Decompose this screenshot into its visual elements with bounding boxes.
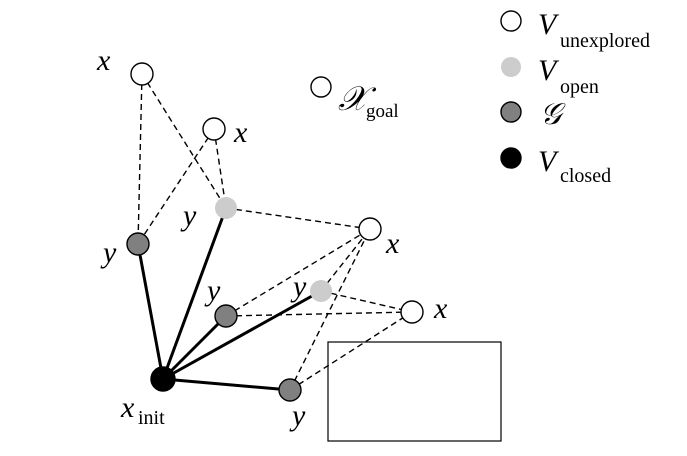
- goal-marker: 𝒳 goal: [310, 76, 399, 122]
- node-label-y1: y: [180, 199, 197, 232]
- legend-item-unexplored: V unexplored: [500, 8, 650, 52]
- legend-symbol: V: [538, 8, 560, 41]
- tree-node-icon: [500, 101, 522, 123]
- node-label-x3: x: [385, 227, 400, 260]
- dashed-edge-x2-g1: [137, 128, 215, 245]
- tree-edge-init-g3: [162, 377, 291, 392]
- unexplored-node-x4: [400, 300, 424, 324]
- legend-subscript: unexplored: [560, 30, 650, 52]
- tree-edge-init-y1: [161, 207, 228, 380]
- obstacle-rectangle: [327, 341, 502, 442]
- legend: V unexplored V open 𝒢 V closed: [500, 8, 650, 187]
- legend-item-closed: V closed: [500, 145, 611, 187]
- dashed-edge-g2-x4: [225, 311, 413, 317]
- node-label-x1: x: [96, 44, 111, 77]
- open-node-icon: [501, 57, 521, 77]
- tree-edge-init-g1: [136, 243, 165, 380]
- dashed-edge-g2-x3: [225, 228, 371, 317]
- node-label-x4: x: [433, 292, 448, 325]
- dashed-edge-y2-x4: [320, 290, 413, 313]
- goal-icon: [310, 76, 332, 98]
- legend-item-open: V open: [501, 54, 599, 98]
- legend-symbol: V: [538, 145, 560, 178]
- unexplored-node-x2: [202, 117, 226, 141]
- node-subscript-init: init: [138, 407, 165, 429]
- open-node-y2: [310, 280, 332, 302]
- dashed-edge-x1-y1: [141, 73, 227, 209]
- closed-node-icon: [500, 147, 522, 169]
- dashed-edge-x1-g1: [137, 73, 143, 245]
- legend-subscript: open: [560, 76, 599, 98]
- legend-item-tree: 𝒢: [500, 98, 566, 131]
- tree-node-g1: [126, 232, 150, 256]
- tree-edge-init-g2: [161, 314, 228, 381]
- legend-symbol: 𝒢: [540, 98, 566, 131]
- dashed-edge-x2-y1: [213, 128, 227, 209]
- unexplored-node-x1: [130, 62, 154, 86]
- closed-node-init: [150, 366, 176, 392]
- legend-subscript: closed: [560, 165, 611, 187]
- tree-node-g2: [214, 304, 238, 328]
- node-label-init: x: [120, 391, 135, 424]
- edges-layer: [136, 73, 413, 392]
- node-label-x2: x: [233, 116, 248, 149]
- node-label-y2: y: [290, 270, 307, 303]
- unexplored-node-x3: [358, 217, 382, 241]
- node-label-g1: y: [100, 236, 117, 269]
- open-node-y1: [215, 197, 237, 219]
- tree-edge-init-y2: [162, 289, 322, 381]
- dashed-edge-y2-x3: [320, 228, 371, 292]
- goal-subscript: goal: [366, 101, 399, 122]
- node-label-g3: y: [289, 399, 306, 432]
- dashed-edge-g3-x4: [289, 311, 413, 391]
- legend-symbol: V: [538, 54, 560, 87]
- dashed-edge-y1-x3: [225, 207, 371, 230]
- tree-node-g3: [278, 378, 302, 402]
- unexplored-node-icon: [500, 10, 522, 32]
- nodes-layer: [126, 62, 424, 402]
- node-label-g2: y: [204, 274, 221, 307]
